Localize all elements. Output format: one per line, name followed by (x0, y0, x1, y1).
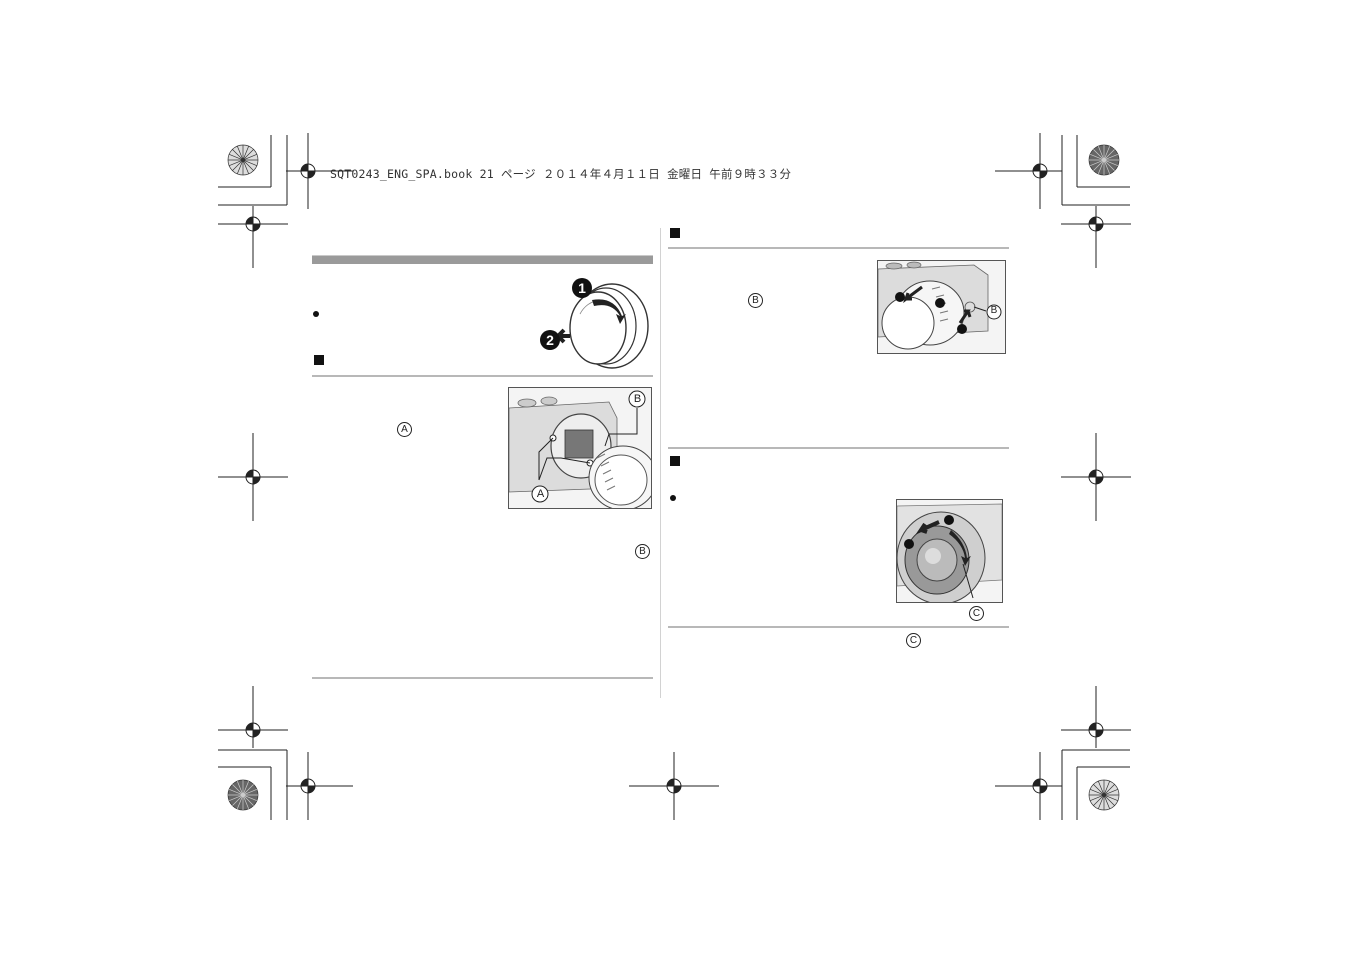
callout-b-label: B (633, 393, 642, 405)
callout-b-label: B (990, 305, 998, 316)
callout-b-reference: B (748, 293, 763, 308)
lens-cap-removal-illustration: 1 2 (540, 278, 649, 369)
callout-b-reference: B (635, 544, 650, 559)
zoom-ring-drawing (897, 500, 1002, 602)
callout-c-reference: C (906, 633, 921, 648)
section-title-bar (312, 255, 653, 264)
subsection-marker (670, 456, 680, 466)
section-end-rule (312, 677, 653, 679)
subsection-rule (668, 447, 1009, 449)
step-2-label: 2 (546, 332, 554, 348)
subsection-rule (668, 626, 1009, 628)
bullet-point (313, 311, 319, 317)
step-1-label: 1 (578, 280, 586, 296)
subsection-marker (314, 355, 324, 365)
lens-mount-drawing (509, 388, 651, 508)
subsection-rule (668, 247, 1009, 249)
callout-c-label: C (969, 606, 984, 621)
lens-detach-drawing (878, 261, 1005, 353)
lens-mount-photo: B A (508, 387, 652, 509)
column-divider (660, 228, 661, 698)
lens-detach-photo: B (877, 260, 1006, 354)
subsection-rule (312, 375, 653, 377)
bullet-point (670, 495, 676, 501)
callout-a-label: A (536, 488, 545, 500)
callout-a-reference: A (397, 422, 412, 437)
zoom-ring-photo (896, 499, 1003, 603)
print-file-header: SQT0243_ENG_SPA.book 21 ページ ２０１４年４月１１日 金… (330, 167, 792, 181)
subsection-marker (670, 228, 680, 238)
